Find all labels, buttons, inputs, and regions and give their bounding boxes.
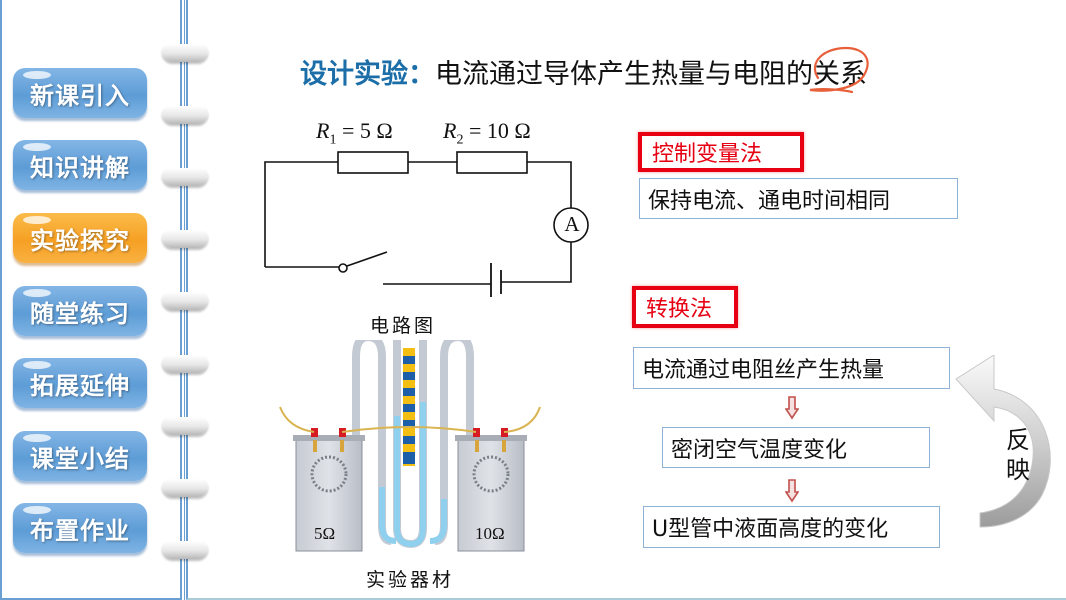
switch-pivot [338,263,348,273]
gloss-highlight [23,216,51,224]
title-prefix: 设计实验： [300,59,435,90]
sidebar-item-experiment[interactable]: 实验探究 [13,213,147,263]
connecting-wire [279,406,541,433]
u-tube-right [429,340,474,545]
binder-ring [162,230,208,248]
gloss-highlight [23,434,51,442]
binder-ring [162,44,208,62]
r2-label: R2 = 10 Ω [443,118,531,148]
apparatus-caption: 实验器材 [366,569,455,591]
wire [264,161,338,267]
conversion-step-temperature: 密闭空气温度变化 [662,427,930,468]
gloss-highlight [23,71,51,79]
container-label-10ohm: 10Ω [475,524,505,543]
control-variable-detail: 保持电流、通电时间相同 [639,178,958,219]
conversion-step-u-tube: U型管中液面高度的变化 [643,506,940,548]
sidebar-item-new-lesson[interactable]: 新课引入 [13,68,147,118]
scale-ruler [403,348,415,466]
circuit-caption: 电路图 [370,315,437,337]
feedback-label: 反映 [1006,426,1030,484]
feedback-curved-arrow-icon [955,355,1051,528]
title-text: 电流通过导体产生热量与电阻的关系 [435,59,867,90]
r1-label: R1 = 5 Ω [316,118,393,148]
gloss-highlight [23,506,51,514]
gloss-highlight [23,289,51,297]
container-10ohm [455,428,527,552]
sidebar-item-homework[interactable]: 布置作业 [13,503,147,553]
binder-ring [162,292,208,310]
handwritten-circle-annotation [809,46,869,94]
wire [501,242,572,283]
binder-ring [162,168,208,186]
conversion-step-heat: 电流通过电阻丝产生热量 [633,347,950,389]
binder-ring [162,355,208,373]
sidebar-item-label: 随堂练习 [30,299,130,328]
resistor-r1 [337,151,409,174]
sidebar-item-label: 课堂小结 [30,444,130,473]
sidebar-item-label: 布置作业 [30,516,130,545]
down-arrow-icon [785,479,799,503]
binder-ring [162,106,208,124]
conversion-method-tag: 转换法 [632,286,738,328]
sidebar-item-label: 实验探究 [30,226,130,255]
switch-lever [346,251,388,267]
sidebar-item-practice[interactable]: 随堂练习 [13,286,147,336]
ammeter-label: A [564,212,580,236]
resistor-r2 [456,151,528,174]
binder-ring [162,479,208,497]
slide-title: 设计实验：电流通过导体产生热量与电阻的关系 [300,52,867,91]
sidebar-item-extension[interactable]: 拓展延伸 [13,358,147,408]
sidebar-item-label: 新课引入 [30,81,130,110]
container-label-5ohm: 5Ω [314,524,336,543]
circuit-diagram [264,151,589,297]
gloss-highlight [23,361,51,369]
down-arrow-icon [785,396,799,420]
wire [527,161,572,208]
u-tube-left [352,340,397,545]
sidebar-item-label: 知识讲解 [30,153,130,182]
control-variable-tag: 控制变量法 [638,132,804,172]
sidebar-item-label: 拓展延伸 [30,371,130,400]
binder-ring [162,541,208,559]
binder-ring [162,417,208,435]
gloss-highlight [23,143,51,151]
u-tube-center [393,340,427,549]
apparatus-illustration [279,340,541,552]
sidebar-item-summary[interactable]: 课堂小结 [13,431,147,481]
sidebar-item-knowledge[interactable]: 知识讲解 [13,140,147,190]
